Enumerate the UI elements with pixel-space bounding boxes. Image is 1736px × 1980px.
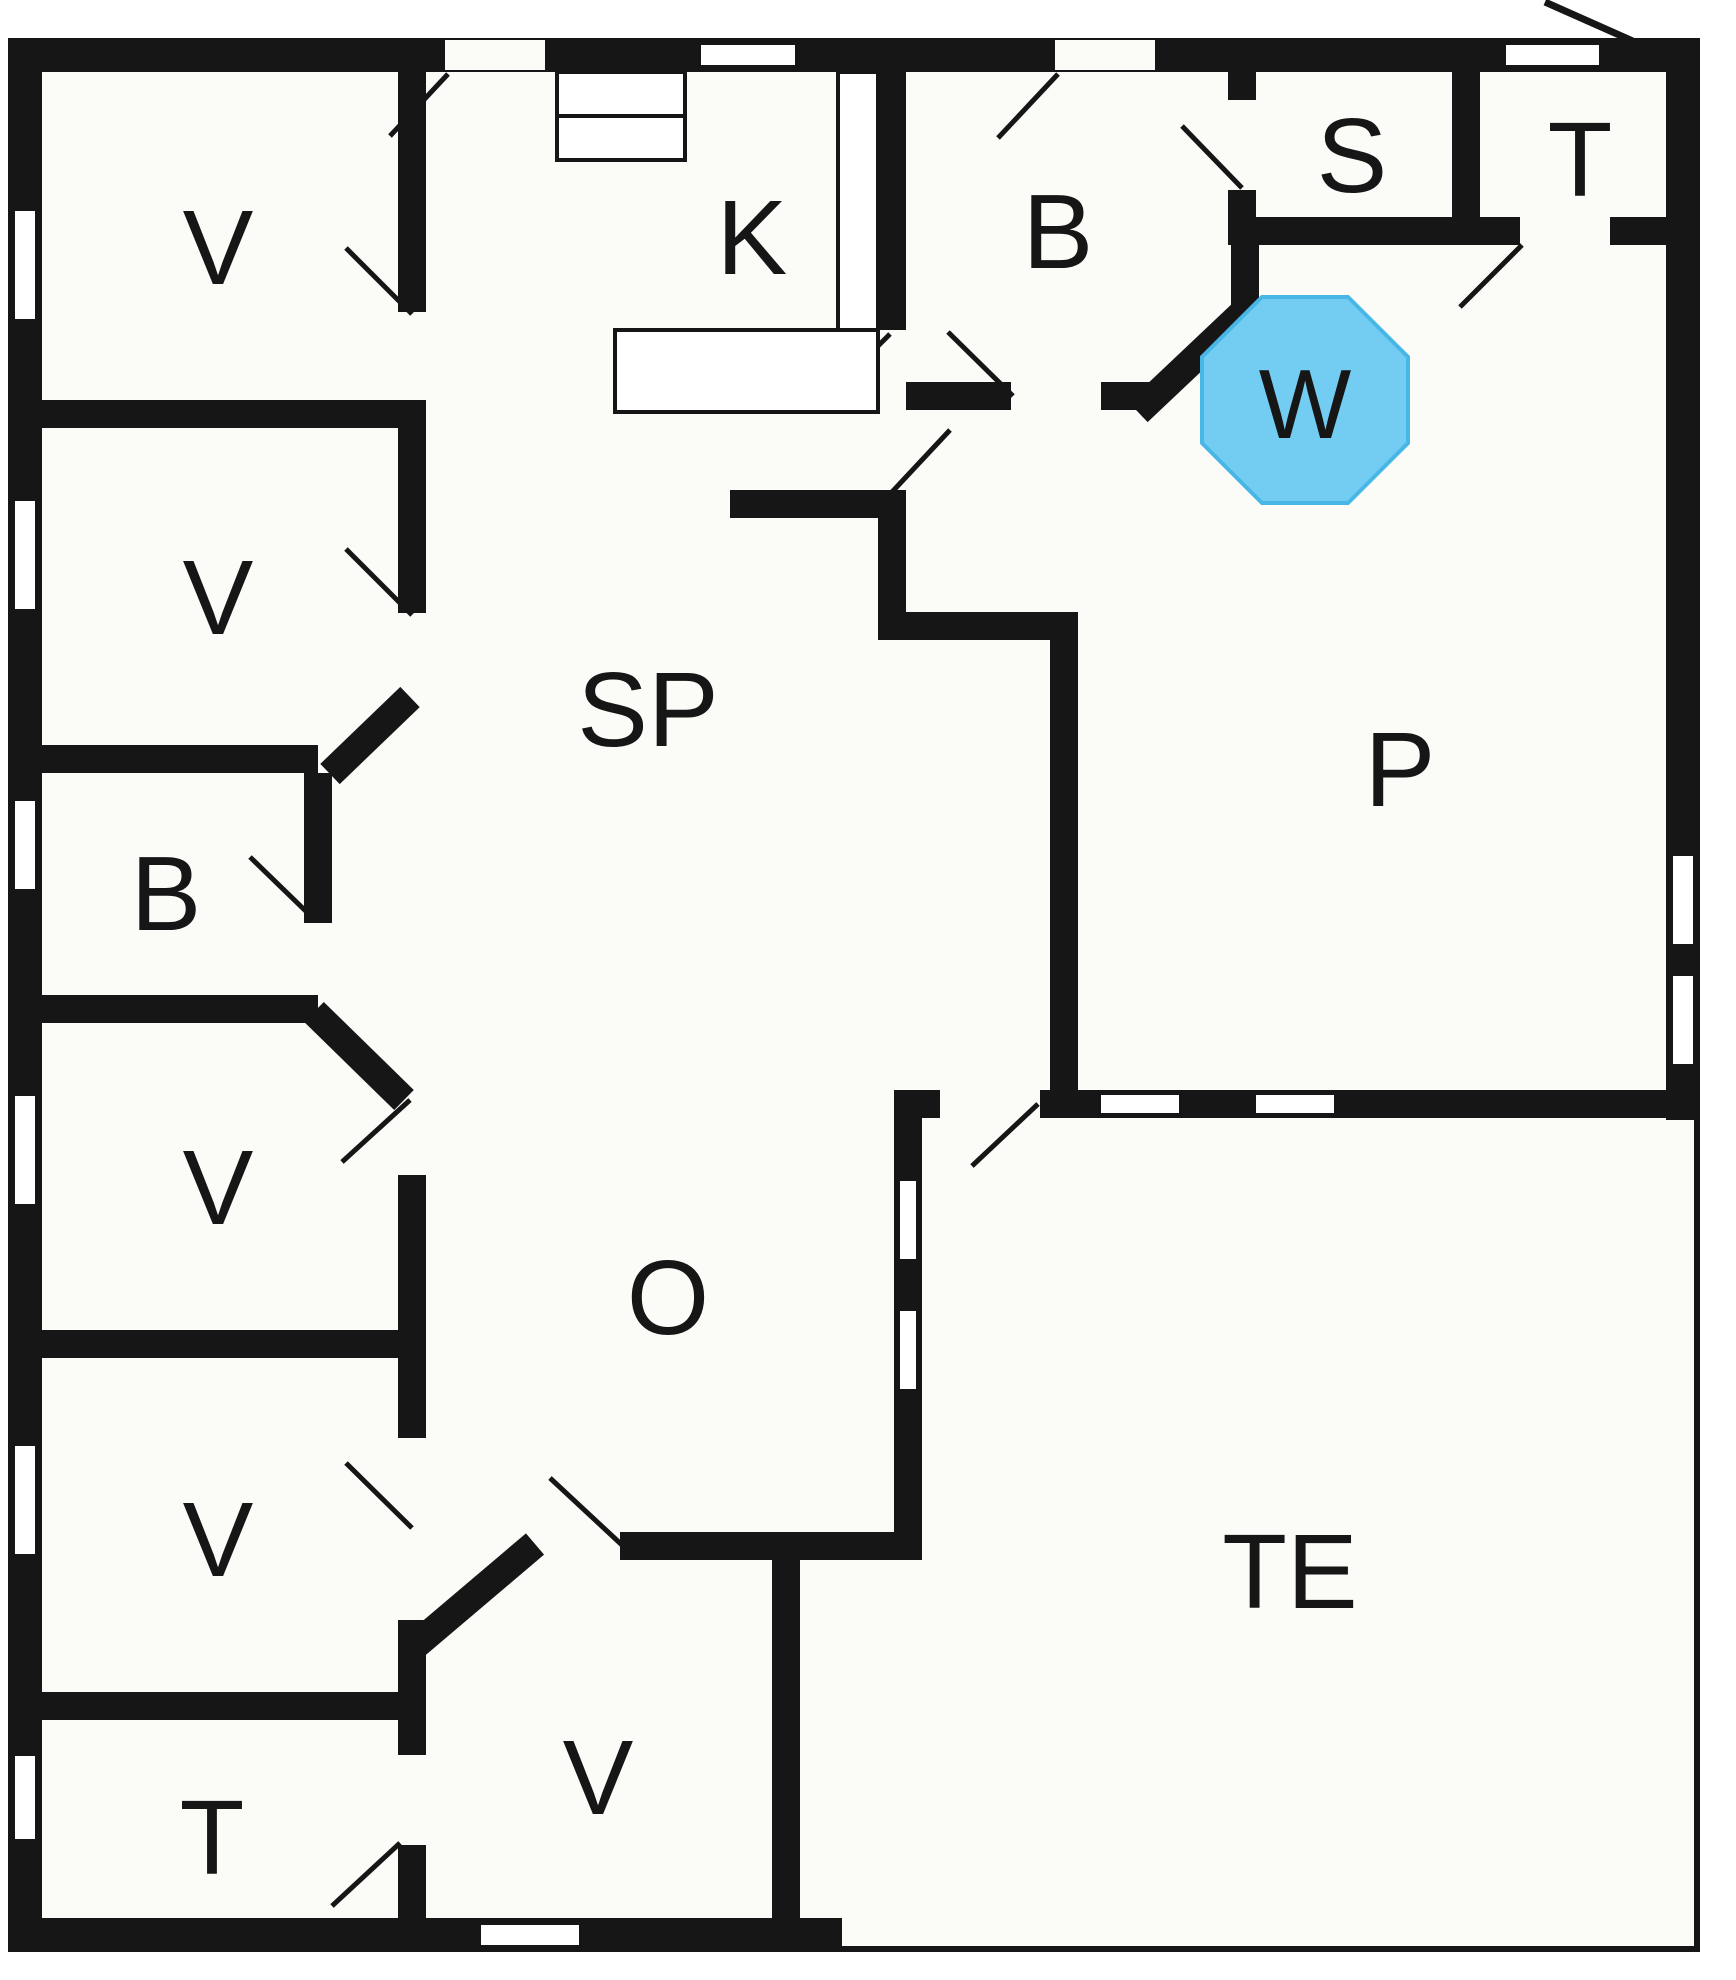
door-leaf (344, 1461, 414, 1530)
window (13, 209, 37, 321)
wall-segment (878, 612, 1078, 640)
room-label-v1: V (183, 189, 254, 307)
wall-segment (1050, 640, 1078, 1118)
wall-segment (8, 995, 318, 1023)
room-label-t-top: T (1548, 101, 1613, 219)
window (1671, 974, 1695, 1066)
room-label-w: W (1259, 349, 1352, 459)
room-label-b-left: B (131, 835, 202, 953)
window (1504, 43, 1601, 67)
room-label-k: K (717, 179, 788, 297)
wall-segment (398, 428, 426, 613)
counter (613, 328, 880, 414)
room-label-b-top: B (1023, 173, 1094, 291)
wall-chamfer (304, 1001, 414, 1111)
room-label-te: TE (1222, 1513, 1357, 1631)
wall-segment (878, 490, 906, 612)
wall-segment (894, 1090, 940, 1118)
terrace-edge-right (1694, 1120, 1700, 1948)
terrace-edge-bottom (842, 1946, 1700, 1952)
wall-segment (772, 1560, 800, 1950)
wall-segment (398, 1620, 426, 1755)
wall-segment (398, 72, 426, 312)
wall-segment (1228, 38, 1256, 100)
wall-segment (398, 1175, 426, 1330)
room-label-v2: V (183, 539, 254, 657)
wall-segment (8, 400, 426, 428)
window (699, 43, 797, 67)
door-leaves (248, 72, 1524, 1908)
wall-chamfer (320, 686, 420, 785)
wall-chamfer (400, 1533, 545, 1661)
room-label-p: P (1365, 711, 1436, 829)
wall-segment (906, 382, 1011, 410)
wall-chamfer (1128, 295, 1260, 423)
wall-segment (1610, 217, 1700, 245)
window (1254, 1093, 1336, 1115)
kitchen-counters (555, 70, 880, 414)
window (13, 799, 37, 891)
door-leaf (340, 1098, 412, 1164)
wall-segment (878, 38, 906, 330)
door-leaf (330, 1841, 402, 1908)
room-labels: V V B V V T K B S T W SP P O V TE (131, 97, 1613, 1897)
window (898, 1309, 918, 1391)
counter (836, 70, 880, 332)
window (1671, 854, 1695, 946)
wall-segment (730, 490, 906, 518)
roof-edge-line (1543, 0, 1664, 58)
window (13, 1754, 37, 1841)
window (13, 1444, 37, 1556)
room-label-o: O (627, 1239, 709, 1357)
wall-segment (398, 1845, 426, 1952)
door-leaf (344, 246, 414, 316)
wall-segment (8, 1330, 426, 1358)
whirlpool-octagon (1200, 295, 1410, 505)
door-leaf (388, 72, 450, 138)
door-leaf (344, 547, 414, 617)
window (13, 499, 37, 611)
door-leaf (996, 72, 1060, 140)
window (13, 1094, 37, 1206)
wall-segment (398, 1358, 426, 1438)
room-label-v3: V (183, 1129, 254, 1247)
room-label-sp: SP (577, 651, 718, 769)
door-leaf (548, 1476, 624, 1547)
windows (13, 40, 1695, 1947)
door-opening (1055, 40, 1155, 70)
wall-segment (8, 1692, 398, 1720)
wall-right (1666, 38, 1700, 1120)
wall-segment (620, 1532, 922, 1560)
room-label-s: S (1317, 97, 1388, 215)
window (898, 1179, 918, 1261)
door-leaf (890, 428, 952, 494)
wall-segment (1452, 38, 1480, 245)
door-leaf (970, 1102, 1040, 1168)
room-label-v4: V (183, 1481, 254, 1599)
door-leaf (1180, 124, 1244, 190)
wall-segment (304, 773, 332, 923)
wall-segment (1228, 217, 1520, 245)
window (1099, 1093, 1181, 1115)
interior-walls (8, 38, 1700, 1952)
door-leaf (1458, 243, 1524, 309)
door-leaf (248, 855, 318, 923)
room-label-v-bottom: V (563, 1719, 634, 1837)
door-opening (445, 40, 545, 70)
room-label-t-left: T (180, 1779, 245, 1897)
door-leaf (946, 330, 1015, 398)
window (479, 1923, 581, 1947)
wall-top (8, 38, 1700, 72)
wall-segment (8, 745, 318, 773)
